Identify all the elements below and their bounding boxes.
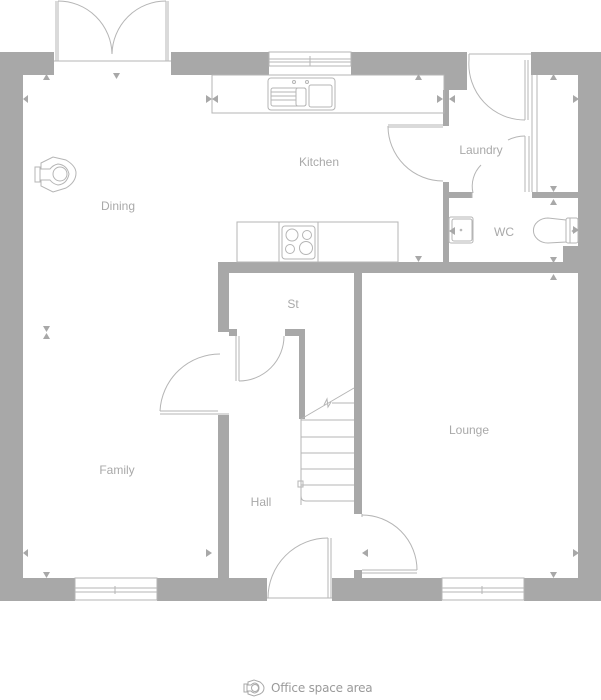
legend: Office space area <box>242 678 373 698</box>
cooktop <box>278 221 319 263</box>
legend-label: Office space area <box>271 681 373 695</box>
room-label-st: St <box>287 297 299 311</box>
office-chair-icon <box>243 679 265 697</box>
kitchen-window <box>268 51 352 67</box>
room-label-kitchen: Kitchen <box>298 155 340 169</box>
fine-lines <box>54 0 579 601</box>
room-label-dining: Dining <box>100 199 136 213</box>
dimension-markers <box>23 73 579 578</box>
room-label-hall: Hall <box>250 495 272 509</box>
french-doors <box>54 0 171 62</box>
room-label-lounge: Lounge <box>448 423 490 437</box>
room-label-family: Family <box>99 463 135 477</box>
walls <box>0 52 601 601</box>
room-label-wc: WC <box>494 225 514 239</box>
staircase <box>297 387 355 505</box>
family-window <box>74 577 158 601</box>
double-sink <box>267 77 336 111</box>
lounge-window <box>441 577 525 601</box>
room-label-laundry: Laundry <box>459 143 503 157</box>
office-chair-icon <box>34 156 77 193</box>
toilet <box>532 217 579 244</box>
